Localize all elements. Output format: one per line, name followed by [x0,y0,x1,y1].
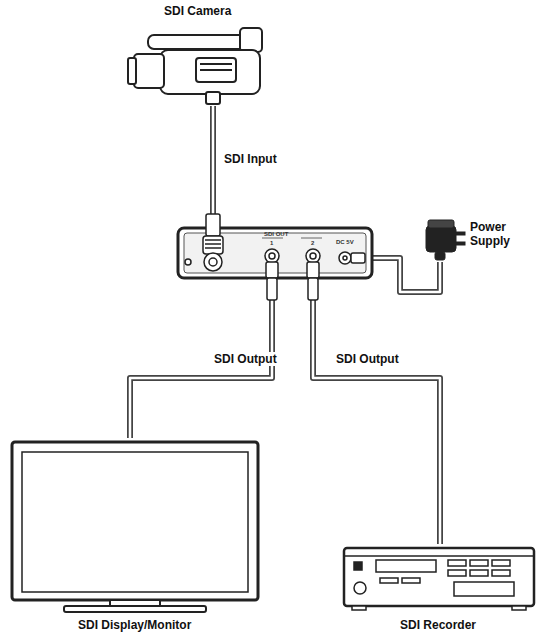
cable [372,258,440,292]
cable-label: SDI Output [212,352,279,366]
cable [313,280,440,544]
device-name: Power Supply [470,220,530,248]
monitor-node: SDI Display/Monitor [8,438,262,636]
device-name: SDI Display/Monitor [78,618,191,632]
camera-node: SDI Camera [128,2,268,106]
camera-drawing [128,28,262,104]
device-name: SDI Recorder [400,618,476,632]
power-adapter [426,220,465,260]
port-number: 2 [311,240,314,247]
splitter-node: SDI OUT 1 2 DC 5V [178,228,372,280]
cable-label: SDI Output [334,352,401,366]
power-node: Power Supply [420,212,540,262]
cable [213,106,214,228]
splitter-housing [178,228,372,278]
monitor-drawing [12,442,258,612]
port-label: SDI OUT [264,231,288,238]
recorder-drawing [344,548,534,610]
port-label: DC 5V [336,239,354,246]
cable-label: SDI Input [222,152,279,166]
bnc-connector [203,214,365,300]
recorder-node: SDI Recorder [340,544,536,636]
port-number: 1 [270,240,273,247]
device-name: SDI Camera [164,4,231,18]
